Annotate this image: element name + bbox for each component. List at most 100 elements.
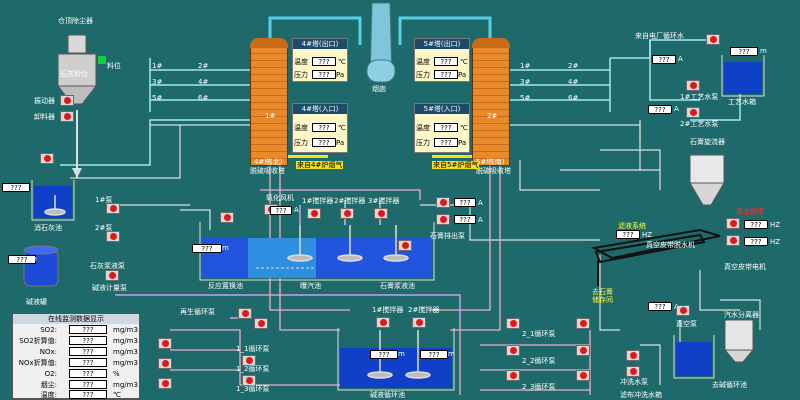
tower-5-id: 5#塔 bbox=[476, 158, 494, 166]
t5o-pres-value: ??? bbox=[434, 70, 458, 79]
oxidation-fan-label: 氧化风机 bbox=[266, 194, 294, 202]
water-tank-label: 工艺水箱 bbox=[728, 98, 756, 106]
water-pump-2[interactable] bbox=[686, 107, 700, 118]
discharger-motor[interactable] bbox=[60, 111, 74, 122]
agitator2-label: 2#搅拌器 bbox=[334, 197, 366, 205]
material-level-label: 料位 bbox=[107, 62, 121, 70]
circ-pump-1-2[interactable] bbox=[242, 375, 256, 386]
monitor-key: SO2折算值: bbox=[19, 337, 57, 345]
water-valve[interactable] bbox=[706, 34, 720, 45]
circ-agitator-2[interactable] bbox=[412, 317, 426, 328]
wash-pump-1[interactable] bbox=[626, 350, 640, 361]
circ-agitator-1[interactable] bbox=[376, 317, 390, 328]
agitator-2[interactable] bbox=[340, 208, 354, 219]
nozzle-6-left: 6# bbox=[198, 94, 209, 102]
p22-label: 2_2循环泵 bbox=[522, 357, 556, 365]
t4i-pres-unit: Pa bbox=[336, 139, 345, 147]
t5i-pres-unit: Pa bbox=[458, 139, 467, 147]
regen-pump-2[interactable] bbox=[254, 318, 268, 329]
gypsum-cyclone-label: 石膏旋流器 bbox=[690, 138, 725, 146]
monitor-key: SO2: bbox=[40, 326, 57, 334]
vac-pump[interactable] bbox=[676, 305, 690, 316]
tower4-inlet-title: 4#塔(入口) bbox=[293, 104, 347, 114]
circ-pump-2-3[interactable] bbox=[506, 370, 520, 381]
circ-pump-2-1[interactable] bbox=[506, 318, 520, 329]
monitor-unit: mg/m3 bbox=[113, 359, 138, 367]
monitor-key: O2: bbox=[44, 370, 57, 378]
vibrator-label: 振动器 bbox=[34, 97, 55, 105]
flue5-label: 来自5#炉烟气 bbox=[432, 161, 480, 169]
alkali-pool-label: 碱液循环池 bbox=[370, 391, 405, 399]
water-pump-1[interactable] bbox=[686, 80, 700, 91]
circ-pump-2-4[interactable] bbox=[576, 318, 590, 329]
regen-pump-1[interactable] bbox=[238, 308, 252, 319]
nozzle-3-right: 3# bbox=[520, 78, 531, 86]
absorber-tower-4[interactable] bbox=[250, 46, 288, 166]
slaking-tank-label: 消石灰池 bbox=[34, 224, 62, 232]
monitor-value: ??? bbox=[69, 336, 107, 345]
circ-pump-1-1[interactable] bbox=[242, 355, 256, 366]
lime-pump-1[interactable] bbox=[106, 203, 120, 214]
tower4-outlet-title: 4#塔(出口) bbox=[293, 39, 347, 49]
agitator1-label: 1#搅拌器 bbox=[302, 197, 334, 205]
alkali-meter-pump[interactable] bbox=[105, 270, 119, 281]
lime-pump-2[interactable] bbox=[106, 231, 120, 242]
t5o-temp-label: 温度 bbox=[416, 58, 430, 66]
t5i-pres-value: ??? bbox=[434, 138, 458, 147]
screen-freq-unit: HZ bbox=[642, 231, 653, 239]
wash-pump-2[interactable] bbox=[626, 366, 640, 377]
vac-belt-motor-2[interactable] bbox=[726, 235, 740, 246]
alkali-pool-level-1: ??? bbox=[370, 350, 398, 359]
t4o-pres-label: 压力 bbox=[294, 71, 308, 79]
circ-pump-2-6[interactable] bbox=[576, 370, 590, 381]
agitator-1[interactable] bbox=[307, 208, 321, 219]
t4i-pres-label: 压力 bbox=[294, 139, 308, 147]
monitor-value: ??? bbox=[69, 325, 107, 334]
absorber-tower-5[interactable] bbox=[472, 46, 510, 166]
to-alkali-label: 去碱循环池 bbox=[712, 381, 747, 389]
gypsum-tank-agitator[interactable] bbox=[398, 240, 412, 251]
tower-2-label: 2# bbox=[487, 112, 498, 120]
agitator-3[interactable] bbox=[374, 208, 388, 219]
oxidation-fan-current: ??? bbox=[270, 206, 292, 215]
gypsum-pump-1-unit: A bbox=[478, 199, 483, 207]
vibrator-motor[interactable] bbox=[60, 95, 74, 106]
circ-pump-1-3[interactable] bbox=[158, 338, 172, 349]
circ-pump-1-y[interactable] bbox=[158, 378, 172, 389]
t4o-temp-label: 温度 bbox=[294, 58, 308, 66]
monitor-value: ??? bbox=[69, 369, 107, 378]
circ-pump-2-5[interactable] bbox=[576, 345, 590, 356]
tower4-outlet-box: 4#塔(出口) bbox=[292, 38, 348, 82]
slaking-agitator-motor[interactable] bbox=[40, 153, 54, 164]
water-tank-unit: m bbox=[760, 47, 767, 55]
vac-belt-motor[interactable] bbox=[726, 218, 740, 229]
tower-4-cap bbox=[250, 38, 288, 48]
belt-motor-unit: HZ bbox=[770, 238, 781, 246]
discharger-label: 卸料器 bbox=[34, 113, 55, 121]
water-pump2-unit: A bbox=[674, 105, 679, 113]
gypsum-pump-1[interactable] bbox=[436, 197, 450, 208]
monitor-key: 温度: bbox=[40, 391, 57, 399]
flue4-label: 来自4#炉烟气 bbox=[296, 161, 344, 169]
alkali-level-value: ??? bbox=[8, 255, 36, 264]
tower-1-label: 1# bbox=[265, 112, 276, 120]
plant-water-label: 来自电厂循环水 bbox=[635, 32, 684, 40]
wash-tank-label: 滤布冲洗水箱 bbox=[620, 391, 662, 399]
circ-pump-1-x[interactable] bbox=[158, 358, 172, 369]
nozzle-2-left: 2# bbox=[198, 62, 209, 70]
water-pump1-current: ??? bbox=[652, 55, 676, 64]
reaction-agitator[interactable] bbox=[220, 212, 234, 223]
lime-pump2-label: 2#泵 bbox=[95, 224, 113, 232]
tower-5-sub: (南) bbox=[492, 158, 505, 166]
monitor-key: NOx折算值: bbox=[18, 359, 57, 367]
monitor-unit: mg/m3 bbox=[113, 381, 138, 389]
gypsum-pump-2[interactable] bbox=[436, 214, 450, 225]
t5o-temp-value: ??? bbox=[434, 57, 458, 66]
nozzle-5-right: 5# bbox=[520, 94, 531, 102]
monitor-row-temp: 温度: ??? ℃ bbox=[17, 390, 135, 400]
slaking-level-unit: m bbox=[22, 183, 29, 191]
monitor-row-so2: SO2: ??? mg/m3 bbox=[17, 325, 138, 335]
circ-pump-2-2[interactable] bbox=[506, 345, 520, 356]
